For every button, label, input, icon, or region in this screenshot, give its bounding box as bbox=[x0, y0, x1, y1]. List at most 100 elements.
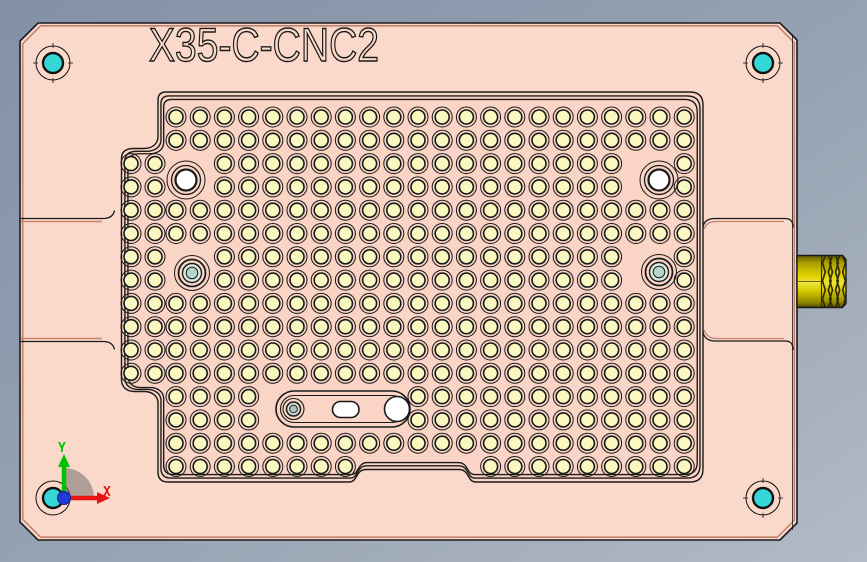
grid-hole[interactable] bbox=[410, 295, 426, 312]
grid-hole[interactable] bbox=[168, 365, 184, 382]
grid-hole[interactable] bbox=[506, 388, 523, 405]
grid-hole[interactable] bbox=[579, 342, 596, 358]
grid-hole[interactable] bbox=[482, 295, 499, 312]
grid-hole[interactable] bbox=[627, 365, 644, 382]
grid-hole[interactable] bbox=[555, 155, 572, 172]
grid-hole[interactable] bbox=[506, 155, 523, 172]
grid-hole[interactable] bbox=[482, 435, 499, 452]
grid-hole[interactable] bbox=[385, 365, 402, 382]
grid-hole[interactable] bbox=[147, 365, 163, 382]
grid-hole[interactable] bbox=[458, 272, 475, 288]
grid-hole[interactable] bbox=[123, 342, 139, 358]
grid-hole[interactable] bbox=[216, 342, 233, 358]
grid-hole[interactable] bbox=[579, 412, 596, 428]
locating-hole-right[interactable] bbox=[639, 160, 679, 200]
slot-hole[interactable] bbox=[383, 395, 411, 423]
grid-hole[interactable] bbox=[410, 225, 426, 242]
grid-hole[interactable] bbox=[579, 388, 596, 405]
grid-hole[interactable] bbox=[313, 155, 330, 172]
grid-hole[interactable] bbox=[168, 202, 184, 218]
screw-hole-left[interactable] bbox=[174, 255, 210, 291]
grid-hole[interactable] bbox=[264, 225, 281, 242]
grid-hole[interactable] bbox=[240, 155, 257, 172]
grid-hole[interactable] bbox=[385, 342, 402, 358]
grid-hole[interactable] bbox=[216, 179, 233, 195]
grid-hole[interactable] bbox=[603, 365, 620, 382]
grid-hole[interactable] bbox=[458, 342, 475, 358]
grid-hole[interactable] bbox=[603, 202, 620, 218]
origin-dot[interactable] bbox=[57, 491, 71, 505]
grid-hole[interactable] bbox=[168, 132, 184, 149]
grid-hole[interactable] bbox=[434, 388, 451, 405]
hole-grid[interactable] bbox=[120, 106, 695, 477]
grid-hole[interactable] bbox=[652, 318, 668, 335]
grid-hole[interactable] bbox=[555, 179, 572, 195]
grid-hole[interactable] bbox=[434, 109, 451, 125]
grid-hole[interactable] bbox=[289, 109, 305, 125]
grid-hole[interactable] bbox=[652, 435, 668, 452]
grid-hole[interactable] bbox=[458, 132, 475, 149]
grid-hole[interactable] bbox=[579, 365, 596, 382]
grid-hole[interactable] bbox=[531, 225, 547, 242]
grid-hole[interactable] bbox=[240, 365, 257, 382]
grid-hole[interactable] bbox=[216, 295, 233, 312]
grid-hole[interactable] bbox=[482, 318, 499, 335]
grid-hole[interactable] bbox=[458, 155, 475, 172]
grid-hole[interactable] bbox=[482, 342, 499, 358]
grid-hole[interactable] bbox=[264, 295, 281, 312]
grid-hole[interactable] bbox=[192, 109, 208, 125]
grid-hole[interactable] bbox=[579, 272, 596, 288]
grid-hole[interactable] bbox=[458, 202, 475, 218]
grid-hole[interactable] bbox=[240, 109, 257, 125]
grid-hole[interactable] bbox=[337, 248, 354, 265]
grid-hole[interactable] bbox=[652, 132, 668, 149]
grid-hole[interactable] bbox=[361, 225, 378, 242]
grid-hole[interactable] bbox=[555, 435, 572, 452]
slot-screw[interactable] bbox=[282, 397, 305, 421]
grid-hole[interactable] bbox=[627, 412, 644, 428]
grid-hole[interactable] bbox=[168, 295, 184, 312]
grid-hole[interactable] bbox=[506, 412, 523, 428]
grid-hole[interactable] bbox=[579, 179, 596, 195]
grid-hole[interactable] bbox=[361, 202, 378, 218]
grid-hole[interactable] bbox=[264, 155, 281, 172]
grid-hole[interactable] bbox=[458, 435, 475, 452]
grid-hole[interactable] bbox=[434, 132, 451, 149]
grid-hole[interactable] bbox=[410, 435, 426, 452]
grid-hole[interactable] bbox=[555, 225, 572, 242]
grid-hole[interactable] bbox=[603, 318, 620, 335]
grid-hole[interactable] bbox=[531, 248, 547, 265]
grid-hole[interactable] bbox=[506, 272, 523, 288]
grid-hole[interactable] bbox=[458, 179, 475, 195]
x-axis-arrow[interactable] bbox=[66, 492, 110, 504]
grid-hole[interactable] bbox=[147, 272, 163, 288]
grid-hole[interactable] bbox=[313, 318, 330, 335]
grid-hole[interactable] bbox=[434, 342, 451, 358]
grid-hole[interactable] bbox=[168, 318, 184, 335]
grid-hole[interactable] bbox=[361, 318, 378, 335]
grid-hole[interactable] bbox=[240, 202, 257, 218]
grid-hole[interactable] bbox=[531, 295, 547, 312]
grid-hole[interactable] bbox=[240, 248, 257, 265]
grid-hole[interactable] bbox=[240, 388, 257, 405]
grid-hole[interactable] bbox=[337, 109, 354, 125]
grid-hole[interactable] bbox=[264, 109, 281, 125]
grid-hole[interactable] bbox=[627, 435, 644, 452]
grid-hole[interactable] bbox=[337, 458, 354, 475]
grid-hole[interactable] bbox=[652, 225, 668, 242]
grid-hole[interactable] bbox=[603, 412, 620, 428]
grid-hole[interactable] bbox=[123, 295, 139, 312]
grid-hole[interactable] bbox=[555, 388, 572, 405]
grid-hole[interactable] bbox=[216, 318, 233, 335]
grid-hole[interactable] bbox=[531, 388, 547, 405]
grid-hole[interactable] bbox=[385, 225, 402, 242]
grid-hole[interactable] bbox=[410, 155, 426, 172]
grid-hole[interactable] bbox=[361, 295, 378, 312]
grid-hole[interactable] bbox=[676, 318, 693, 335]
grid-hole[interactable] bbox=[337, 202, 354, 218]
grid-hole[interactable] bbox=[410, 179, 426, 195]
grid-hole[interactable] bbox=[361, 435, 378, 452]
grid-hole[interactable] bbox=[192, 318, 208, 335]
grid-hole[interactable] bbox=[216, 155, 233, 172]
grid-hole[interactable] bbox=[385, 435, 402, 452]
